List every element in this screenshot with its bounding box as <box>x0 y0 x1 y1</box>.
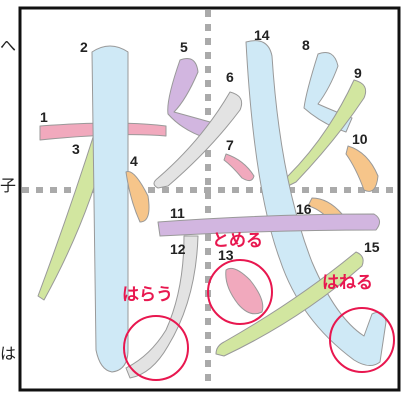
stroke-15 <box>215 251 364 357</box>
stroke-number-11: 11 <box>170 205 185 221</box>
harau-label: はらう <box>122 285 173 305</box>
stroke-number-7: 7 <box>226 137 234 153</box>
tomeru-label: とめる <box>212 231 263 251</box>
stroke-11 <box>157 213 380 237</box>
stroke-13 <box>225 267 264 315</box>
stroke-7 <box>223 153 255 182</box>
stroke-number-8: 8 <box>302 37 310 53</box>
stroke-6 <box>153 91 243 189</box>
tomeru-circle <box>207 259 273 325</box>
stroke-4 <box>125 171 150 223</box>
stroke-12 <box>125 235 199 379</box>
side-char-1: へ <box>0 36 17 55</box>
stroke-number-16: 16 <box>296 201 312 217</box>
stroke-2 <box>91 45 129 373</box>
stroke-number-10: 10 <box>352 131 368 147</box>
stroke-number-1: 1 <box>40 109 48 125</box>
stroke-number-5: 5 <box>180 39 188 55</box>
haneru-label: はねる <box>322 273 373 293</box>
stroke-number-6: 6 <box>226 69 234 85</box>
side-char-2: 子 <box>0 176 17 195</box>
stroke-number-12: 12 <box>170 241 186 257</box>
stroke-number-4: 4 <box>130 153 138 169</box>
stroke-9 <box>284 79 367 187</box>
haneru-circle <box>329 307 395 373</box>
stroke-number-13: 13 <box>218 247 234 263</box>
stroke-number-3: 3 <box>72 141 80 157</box>
stroke-number-2: 2 <box>80 39 88 55</box>
harau-circle <box>123 315 189 381</box>
stroke-number-9: 9 <box>354 65 362 81</box>
stroke-5 <box>167 58 211 139</box>
stroke-10 <box>345 145 379 192</box>
stroke-number-14: 14 <box>254 27 270 43</box>
stroke-number-15: 15 <box>364 239 380 255</box>
side-char-3: は <box>0 344 17 363</box>
